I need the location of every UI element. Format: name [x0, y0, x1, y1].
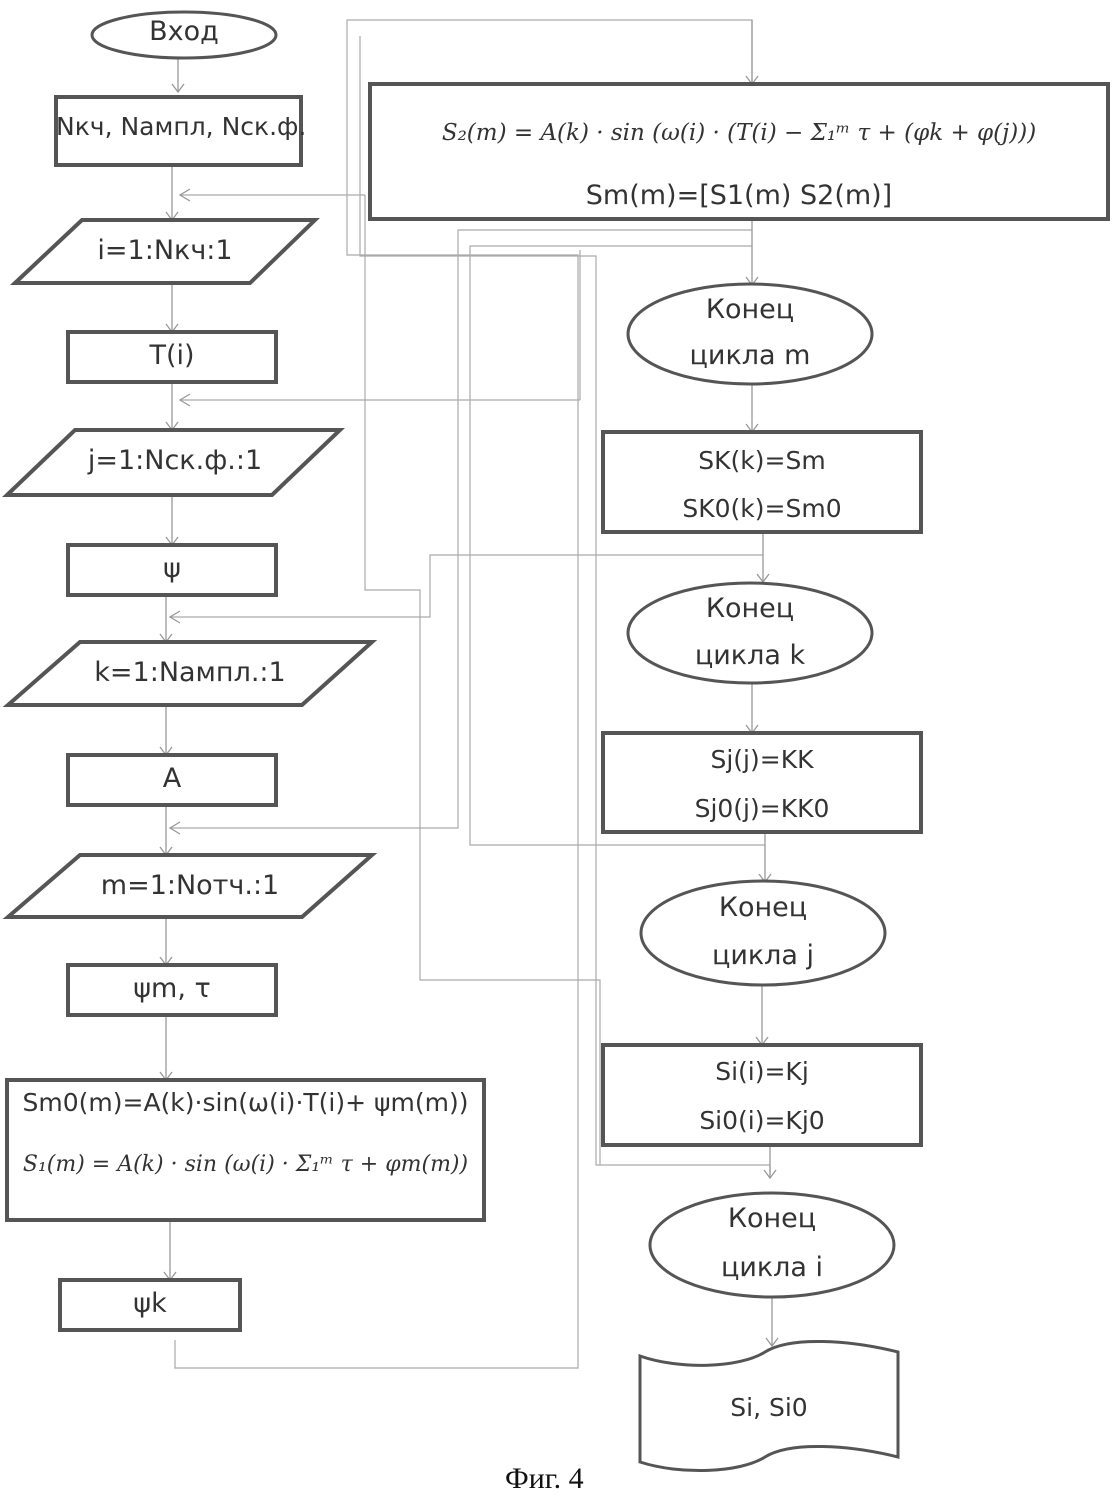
loop-j-label: j=1:Nск.ф.:1 — [30, 445, 320, 477]
assign-j-line1: Sj(j)=KK — [603, 745, 921, 775]
assign-i-line2: Si0(i)=Kj0 — [603, 1106, 921, 1136]
start-label: Вход — [92, 16, 276, 48]
figure-caption: Фиг. 4 — [505, 1462, 584, 1496]
compute-s2-line2: Sm(m)=[S1(m) S2(m)] — [370, 180, 1108, 212]
amplitude-label: A — [68, 763, 276, 795]
connector-vertical-i — [365, 195, 600, 1165]
period-label: T(i) — [68, 340, 276, 372]
end-k-line2: цикла k — [628, 640, 872, 672]
loop-k-label: k=1:Nампл.:1 — [30, 657, 350, 689]
assign-k-line2: SK0(k)=Sm0 — [603, 494, 921, 524]
end-j-line2: цикла j — [641, 940, 885, 972]
end-m-line2: цикла m — [628, 340, 872, 372]
end-i-line2: цикла i — [650, 1252, 894, 1284]
compute-s2-line1: S₂(m) = A(k) · sin (ω(i) · (T(i) − Σ₁ᵐ τ… — [370, 120, 1108, 148]
assign-i-line1: Si(i)=Kj — [603, 1057, 921, 1087]
end-i-line1: Конец — [650, 1203, 894, 1235]
loop-i-label: i=1:Nкч:1 — [30, 235, 300, 267]
output-label: Si, Si0 — [640, 1393, 898, 1423]
input-params-label: Nкч, Nампл, Nск.ф. — [56, 112, 301, 142]
loop-m-label: m=1:Nотч.:1 — [30, 870, 350, 902]
end-j-line1: Конец — [641, 892, 885, 924]
psi-label: ψ — [68, 553, 276, 585]
compute-s1-line2: S₁(m) = A(k) · sin (ω(i) · Σ₁ᵐ τ + φm(m)… — [7, 1152, 484, 1178]
compute-s1-line1: Sm0(m)=A(k)·sin(ω(i)·T(i)+ ψm(m)) — [7, 1088, 484, 1118]
psi-m-tau-label: ψm, τ — [68, 973, 276, 1005]
end-k-line1: Конец — [628, 593, 872, 625]
assign-j-line2: Sj0(j)=KK0 — [603, 794, 921, 824]
end-m-line1: Конец — [628, 294, 872, 326]
psi-k-label: ψk — [60, 1288, 240, 1320]
assign-k-line1: SK(k)=Sm — [603, 446, 921, 476]
